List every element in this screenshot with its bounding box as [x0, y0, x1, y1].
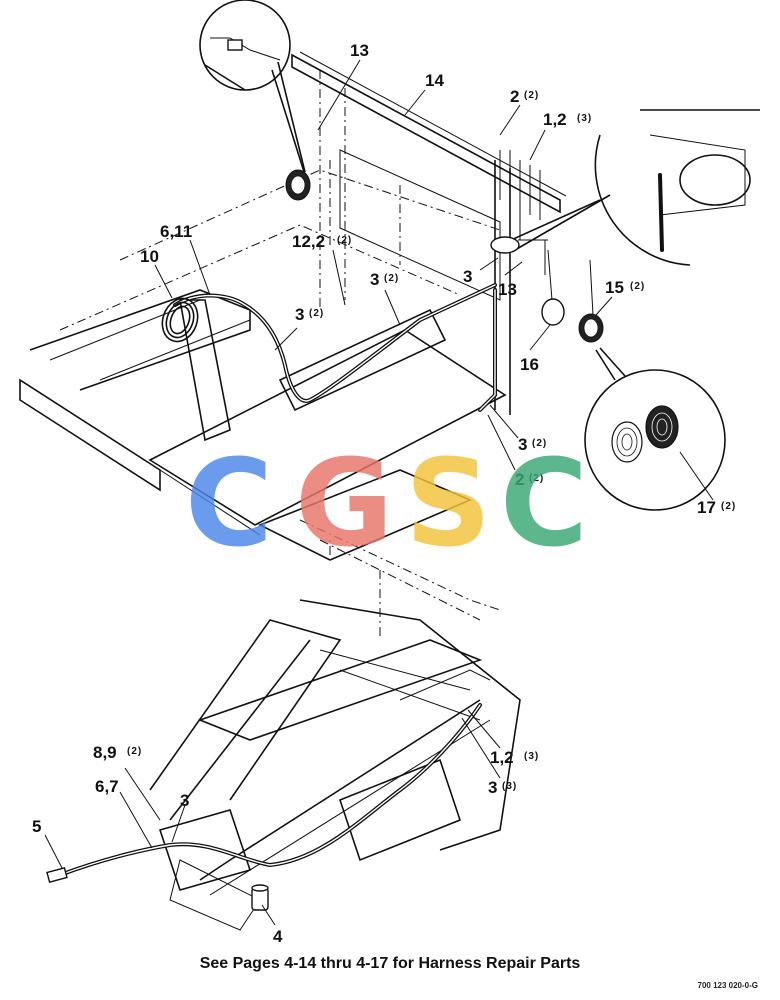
watermark-letter-2: G: [295, 435, 394, 574]
lower-frame-assembly: [149, 599, 521, 931]
detail-circle-top-left: [199, 0, 306, 176]
callout-4: 4: [273, 927, 283, 946]
watermark-letter-4: C: [500, 435, 588, 574]
watermark-letter-1: C: [185, 435, 273, 574]
callout-17-qty: (2): [721, 501, 736, 512]
watermark-letter-3: S: [405, 435, 491, 574]
callout-3-left-qty: (2): [309, 308, 324, 319]
callout-3-bottom-right-qty: (3): [502, 781, 517, 792]
watermark-logo: C G S C: [185, 435, 588, 574]
callout-6-11: 6,11: [160, 222, 192, 241]
callout-3-mid-qty: (2): [384, 273, 399, 284]
callout-8-9: 8,9: [93, 743, 117, 762]
callout-3-left: 3: [295, 305, 304, 324]
callout-1-2-bottom: 1,2: [490, 748, 514, 767]
callout-8-9-qty: (2): [127, 746, 142, 757]
callout-5: 5: [32, 817, 41, 836]
document-number: 700 123 020-0-G: [697, 981, 759, 990]
callout-13-top: 13: [350, 41, 369, 60]
callout-15: 15: [605, 278, 624, 297]
upper-harness: [161, 283, 497, 412]
light-16: [541, 249, 565, 326]
callout-2-lower-qty: (2): [529, 473, 544, 484]
lamp-mount: [490, 236, 546, 275]
callout-2-lower: 2: [515, 470, 524, 489]
leader-lines: [44, 59, 714, 926]
lower-harness: [46, 703, 482, 884]
callout-2-top-qty: (2): [524, 90, 539, 101]
callout-1-2-bottom-qty: (3): [524, 751, 539, 762]
callout-17: 17: [697, 498, 716, 517]
callout-15-qty: (2): [630, 281, 645, 292]
callout-3-lower-qty: (2): [532, 438, 547, 449]
callout-labels: 13 14 2 (2) 1,2 (3) 6,11 10 12,2 (2) 3 (…: [32, 41, 736, 946]
caption: See Pages 4-14 thru 4-17 for Harness Rep…: [199, 955, 581, 972]
callout-3-bottom-right: 3: [488, 778, 497, 797]
callout-3-lower: 3: [518, 435, 527, 454]
callout-13-right: 13: [498, 280, 517, 299]
callout-10: 10: [140, 247, 159, 266]
detail-circle-right: [499, 109, 760, 266]
callout-12-2-qty: (2): [337, 235, 352, 246]
callout-14: 14: [425, 71, 444, 90]
beacon-4: [251, 884, 269, 911]
callout-12-2: 12,2: [292, 232, 325, 251]
callout-3-mid: 3: [370, 270, 379, 289]
callout-2-top: 2: [510, 87, 519, 106]
callout-3-bottom-left: 3: [180, 791, 189, 810]
callout-1-2-top-qty: (3): [577, 113, 592, 124]
detail-circle-reflectors: [584, 347, 726, 511]
callout-16: 16: [520, 355, 539, 374]
light-15: [578, 259, 604, 343]
callout-1-2-top: 1,2: [543, 110, 567, 129]
callout-6-7: 6,7: [95, 777, 119, 796]
callout-3-center: 3: [463, 267, 472, 286]
reflector-left: [285, 169, 311, 201]
